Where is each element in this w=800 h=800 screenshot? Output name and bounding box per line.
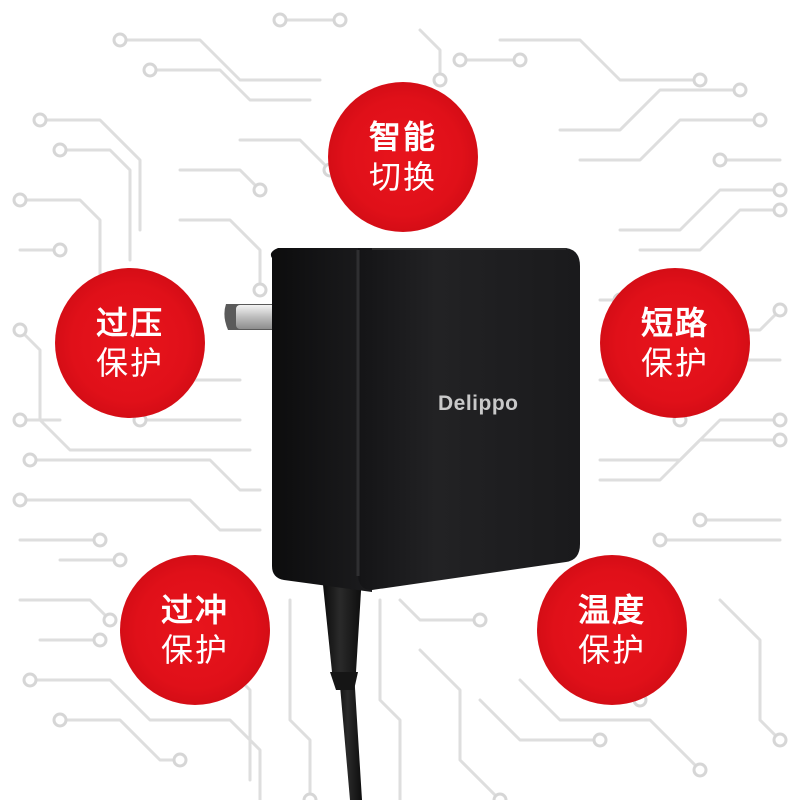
badge-subtitle: 保护: [95, 344, 164, 382]
badge-title: 过压: [95, 304, 164, 342]
badge-overvoltage-protection: 过压 保护: [55, 268, 205, 418]
badge-title: 温度: [577, 591, 646, 629]
badge-subtitle: 切换: [368, 158, 437, 196]
brand-logo-text: Delippo: [438, 392, 519, 415]
badge-title: 短路: [640, 304, 709, 342]
badge-temperature-protection: 温度 保护: [537, 555, 687, 705]
badge-subtitle: 保护: [640, 344, 709, 382]
badge-short-circuit-protection: 短路 保护: [600, 268, 750, 418]
power-cable: [322, 575, 362, 800]
badge-title: 过冲: [160, 591, 229, 629]
badge-overcharge-protection: 过冲 保护: [120, 555, 270, 705]
badge-subtitle: 保护: [160, 631, 229, 669]
badge-subtitle: 保护: [577, 631, 646, 669]
badge-smart-switch: 智能 切换: [328, 82, 478, 232]
badge-title: 智能: [368, 118, 437, 156]
